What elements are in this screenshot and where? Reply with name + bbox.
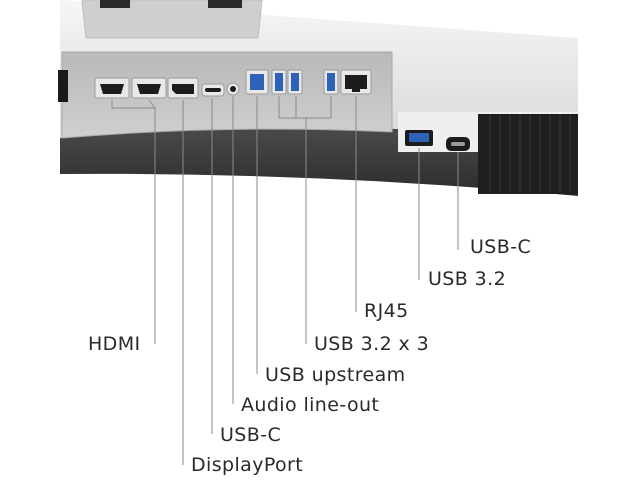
usb32-side-port-icon bbox=[405, 130, 433, 146]
label-audio-line-out: Audio line-out bbox=[241, 394, 380, 416]
usb-upstream-port-icon bbox=[245, 69, 269, 95]
vent-grille-icon bbox=[478, 114, 578, 194]
rj45-port-icon bbox=[340, 69, 372, 95]
label-usb32-x3: USB 3.2 x 3 bbox=[314, 333, 430, 355]
stand-mount bbox=[81, 0, 263, 39]
audio-jack-icon bbox=[226, 82, 240, 96]
usb-c-rear-port-icon bbox=[201, 83, 225, 97]
label-usb-c-rear: USB-C bbox=[220, 424, 282, 446]
usb32-rear-port-3-icon bbox=[323, 69, 339, 95]
label-usb-upstream: USB upstream bbox=[265, 364, 406, 386]
label-usb32-side: USB 3.2 bbox=[428, 268, 507, 290]
displayport-port-icon bbox=[167, 77, 199, 99]
hdmi-port-1-icon bbox=[94, 77, 130, 99]
usb32-rear-port-2-icon bbox=[287, 69, 303, 95]
usb-c-side-port-icon bbox=[446, 137, 470, 151]
label-usb-c-side: USB-C bbox=[470, 236, 532, 258]
io-panel bbox=[61, 51, 393, 139]
label-hdmi: HDMI bbox=[88, 333, 141, 355]
label-rj45: RJ45 bbox=[364, 300, 409, 322]
leader-lines bbox=[111, 96, 459, 465]
hdmi-port-2-icon bbox=[131, 77, 167, 99]
usb32-rear-port-1-icon bbox=[271, 69, 287, 95]
label-displayport: DisplayPort bbox=[191, 454, 304, 476]
